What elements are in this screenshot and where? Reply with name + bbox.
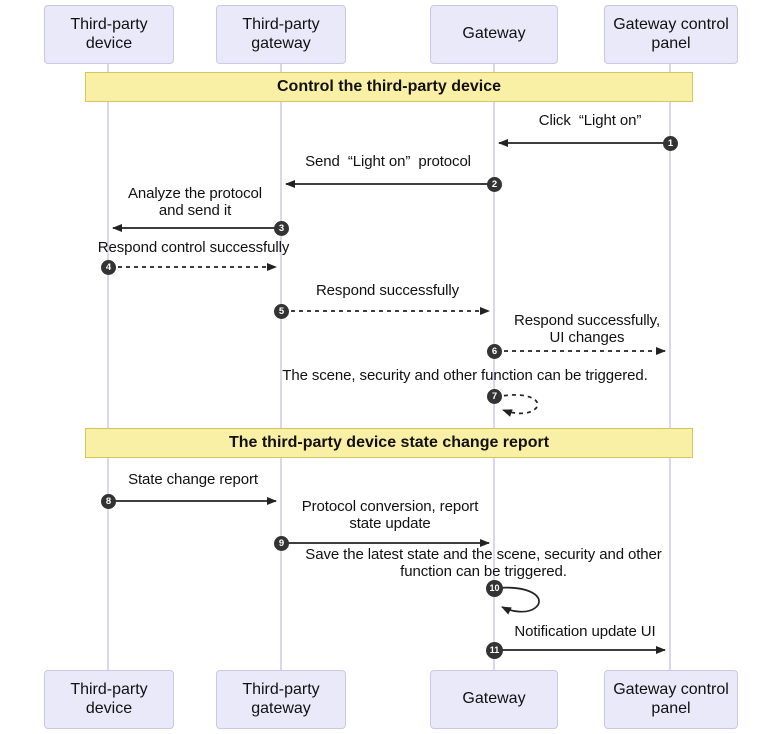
actor-footer-gateway-control-panel[interactable]: Gateway control panel <box>604 670 738 729</box>
message-label-1: Click “Light on” <box>538 112 642 129</box>
message-label-2: Send “Light on” protocol <box>305 153 471 170</box>
lifelines <box>107 64 671 670</box>
message-badge-6: 6 <box>487 344 502 359</box>
section-band-control: Control the third-party device <box>85 72 693 102</box>
message-label-4: Respond control successfully <box>97 239 290 256</box>
message-badge-10: 10 <box>486 580 503 597</box>
message-badge-7: 7 <box>487 389 502 404</box>
selfloop-msg-7 <box>495 394 539 417</box>
message-badge-8: 8 <box>101 494 116 509</box>
message-label-7: The scene, security and other function c… <box>282 367 648 384</box>
message-badge-5: 5 <box>274 304 289 319</box>
message-label-6: Respond successfully, UI changes <box>513 312 661 346</box>
section-band-state-report: The third-party device state change repo… <box>85 428 693 458</box>
message-label-3: Analyze the protocol and send it <box>128 185 262 219</box>
message-arrows <box>110 139 668 654</box>
message-badge-1: 1 <box>663 136 678 151</box>
actor-footer-gateway[interactable]: Gateway <box>430 670 558 729</box>
message-badge-11: 11 <box>486 642 503 659</box>
message-label-5: Respond successfully <box>315 282 460 299</box>
message-badge-4: 4 <box>101 260 116 275</box>
message-label-10: Save the latest state and the scene, sec… <box>305 546 662 580</box>
actor-header-third-party-gateway[interactable]: Third-party gateway <box>216 5 346 64</box>
actor-header-gateway-control-panel[interactable]: Gateway control panel <box>604 5 738 64</box>
message-label-11: Notification update UI <box>514 623 656 640</box>
actor-footer-third-party-device[interactable]: Third-party device <box>44 670 174 729</box>
message-badge-2: 2 <box>487 177 502 192</box>
actor-header-gateway[interactable]: Gateway <box>430 5 558 64</box>
message-label-8: State change report <box>128 471 258 488</box>
message-badge-3: 3 <box>274 221 289 236</box>
message-badge-9: 9 <box>274 536 289 551</box>
selfloop-msg-10 <box>495 586 540 615</box>
message-label-9: Protocol conversion, report state update <box>301 498 479 532</box>
actor-header-third-party-device[interactable]: Third-party device <box>44 5 174 64</box>
actor-footer-third-party-gateway[interactable]: Third-party gateway <box>216 670 346 729</box>
